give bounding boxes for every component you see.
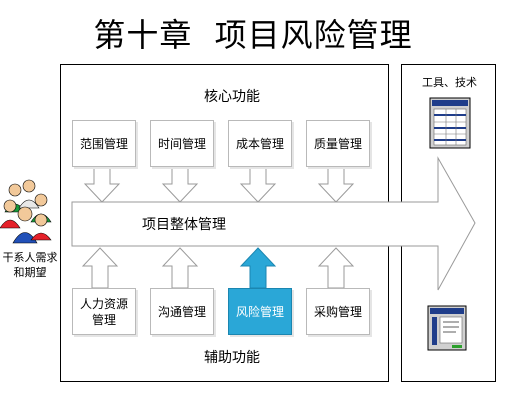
tools-label: 工具、技术	[422, 76, 477, 89]
aux-box-procurement: 采购管理	[306, 288, 370, 335]
stakeholder-label: 干系人需求 和期望	[2, 251, 58, 279]
up-arrow	[317, 247, 355, 289]
down-arrow	[317, 165, 355, 203]
core-box-quality: 质量管理	[306, 120, 370, 167]
core-box-time: 时间管理	[150, 120, 214, 167]
risk-up-arrow	[239, 247, 277, 289]
core-functions-label: 核心功能	[204, 89, 260, 105]
spreadsheet-tool-icon	[429, 97, 471, 149]
page-title: 第十章 项目风险管理	[93, 16, 413, 54]
integration-label: 项目整体管理	[142, 217, 226, 233]
integration-arrow	[71, 156, 476, 291]
core-box-cost: 成本管理	[228, 120, 292, 167]
up-arrow	[161, 247, 199, 289]
core-box-scope: 范围管理	[72, 120, 136, 167]
down-arrow	[239, 165, 277, 203]
down-arrow	[83, 165, 121, 203]
up-arrow	[81, 247, 119, 289]
aux-box-hr: 人力资源 管理	[72, 288, 136, 335]
aux-functions-label: 辅助功能	[204, 350, 260, 366]
aux-box-risk: 风险管理	[228, 288, 292, 335]
aux-box-communication: 沟通管理	[150, 288, 214, 335]
document-tool-icon	[427, 305, 467, 351]
down-arrow	[161, 165, 199, 203]
